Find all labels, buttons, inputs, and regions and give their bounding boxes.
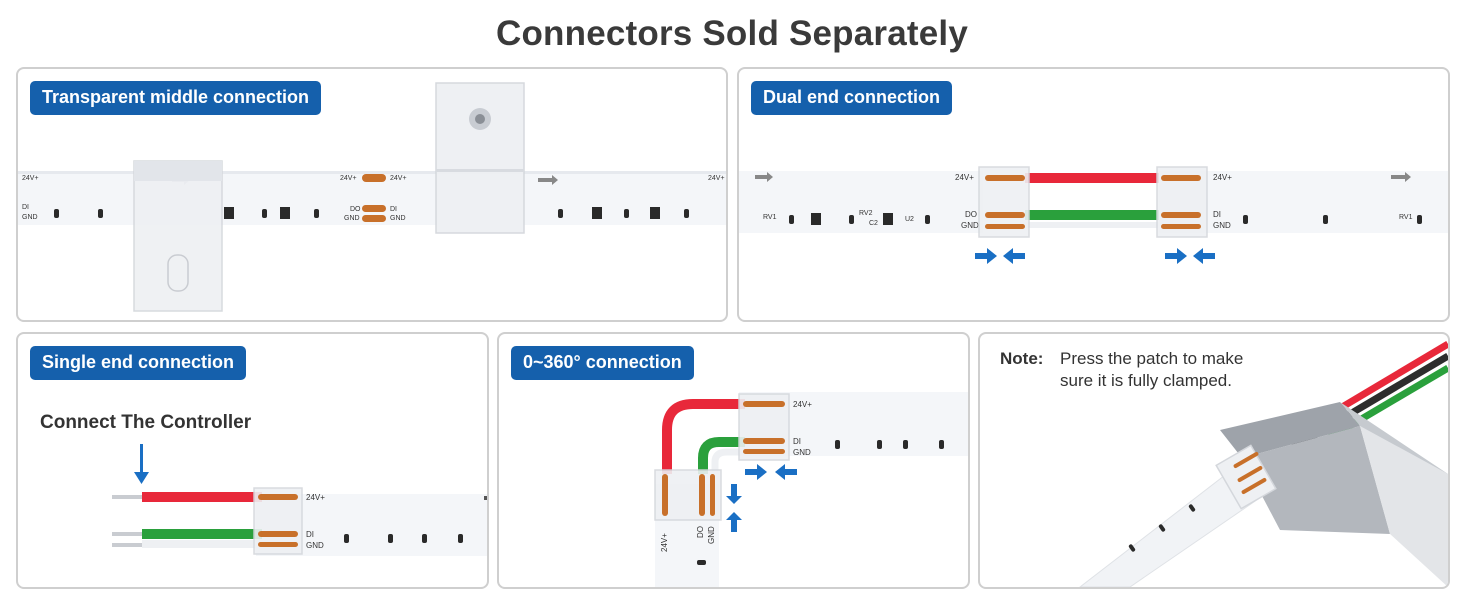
badge-angle-connection: 0~360° connection <box>511 346 694 380</box>
label-do-mid: DO <box>350 206 361 213</box>
label-do-dual: DO <box>965 210 977 219</box>
label-24v-angle-vertical: 24V+ <box>660 533 669 552</box>
label-rv2-dual: RV2 <box>859 210 873 217</box>
panel-single-end-connection: Single end connection Connect The Contro… <box>16 332 489 589</box>
middle-connection-illustration: 24V+ DI GND 24V+ DO GND 24V+ DI GND 24V+ <box>18 82 726 312</box>
label-24v-angle: 24V+ <box>793 400 812 409</box>
label-gnd-mid: GND <box>344 215 360 222</box>
label-gnd-angle-vertical: GND <box>707 526 716 544</box>
label-di-single: DI <box>306 530 314 539</box>
label-rv1-dual-right: RV1 <box>1399 214 1413 221</box>
clamp-tool-illustration <box>1079 340 1448 587</box>
label-di-dual: DI <box>1213 210 1221 219</box>
panel-middle-connection: Transparent middle connection 24V+ <box>16 67 728 322</box>
page-title: Connectors Sold Separately <box>496 14 968 53</box>
label-gnd-mid2: GND <box>390 215 406 222</box>
label-di-left: DI <box>22 204 29 211</box>
badge-single-end-connection: Single end connection <box>30 346 247 380</box>
badge-middle-connection: Transparent middle connection <box>30 81 322 115</box>
label-gnd-dual: GND <box>961 221 979 230</box>
label-24v-dual: 24V+ <box>955 173 974 182</box>
label-di-mid: DI <box>390 206 397 213</box>
label-24v-mid: 24V+ <box>340 175 357 182</box>
label-gnd-single: GND <box>306 541 324 550</box>
connect-controller-caption: Connect The Controller <box>40 412 252 433</box>
note-text: Press the patch to make sure it is fully… <box>1060 349 1244 390</box>
label-24v-single: 24V+ <box>306 493 325 502</box>
label-do-angle: DO <box>696 526 705 538</box>
dual-end-illustration: RV1 RV2 C2 U2 RV1 24V+ DO GND 24V+ DI GN… <box>739 166 1448 264</box>
label-rv1-dual: RV1 <box>763 214 777 221</box>
label-c2-dual: C2 <box>869 220 878 227</box>
label-u2-dual: U2 <box>905 216 914 223</box>
label-24v-right: 24V+ <box>708 175 725 182</box>
label-di-angle: DI <box>793 437 801 446</box>
label-24v-dual-right: 24V+ <box>1213 173 1232 182</box>
label-24v-mid2: 24V+ <box>390 175 407 182</box>
label-gnd-left: GND <box>22 214 38 221</box>
single-end-illustration: 24V+ DI GND <box>112 444 487 556</box>
label-gnd-dual-right: GND <box>1213 221 1231 230</box>
panel-note: Note: Press the patch to make sure it is… <box>978 332 1450 589</box>
panel-dual-end-connection: Dual end connection RV1 RV2 C2 <box>737 67 1450 322</box>
badge-dual-end-connection: Dual end connection <box>751 81 953 115</box>
panel-angle-connection: 0~360° connection <box>497 332 970 589</box>
label-24v-left: 24V+ <box>22 175 39 182</box>
label-gnd-angle: GND <box>793 448 811 457</box>
note-label: Note: <box>1000 349 1044 368</box>
angle-connection-illustration: 24V+ DI GND 24V+ DO GND <box>654 392 968 587</box>
